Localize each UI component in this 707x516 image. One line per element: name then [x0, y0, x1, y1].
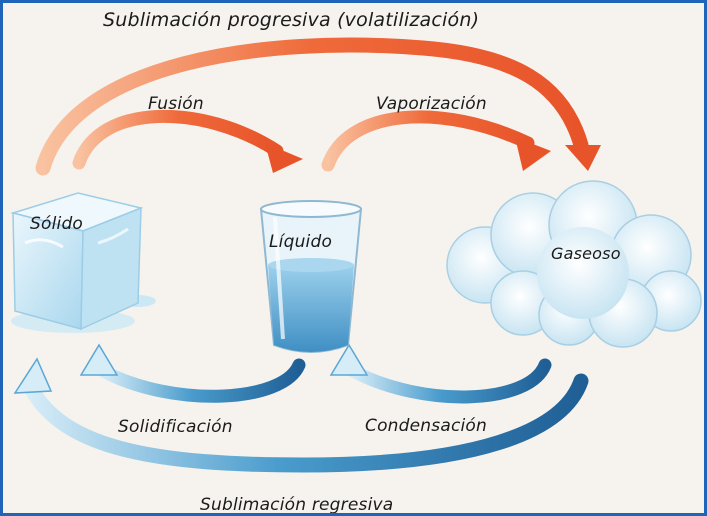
solidification-arrow [96, 358, 306, 403]
liquid-state-label: Líquido [269, 232, 333, 252]
solidification-arrowhead [79, 343, 119, 376]
condensation-arrow [346, 358, 552, 404]
vaporization-arrowhead [515, 137, 551, 171]
gas-state-label: Gaseoso [551, 244, 621, 263]
condensation-arrowhead [329, 343, 369, 376]
glass-of-water-icon [259, 200, 363, 353]
progressive-sublimation-label: Sublimación progresiva (volatilización) [103, 9, 480, 31]
regressive-sublimation-label: Sublimación regresiva [200, 495, 394, 515]
vaporization-arrow [321, 110, 535, 172]
regressive-sublimation-arrowhead [13, 357, 53, 394]
progressive-sublimation-arrowhead [565, 145, 601, 171]
solidification-label: Solidificación [118, 417, 233, 437]
fusion-arrow [72, 110, 284, 170]
vaporization-label: Vaporización [376, 94, 487, 114]
ice-cube-icon [10, 192, 156, 333]
fusion-arrowhead [265, 143, 303, 173]
fusion-label: Fusión [148, 94, 204, 114]
condensation-label: Condensación [365, 416, 487, 436]
progressive-sublimation-arrow [35, 37, 589, 176]
solid-state-label: Sólido [30, 214, 84, 234]
cloud-icon [446, 180, 702, 348]
diagram-artwork [10, 37, 702, 473]
regressive-sublimation-arrow [23, 373, 589, 473]
